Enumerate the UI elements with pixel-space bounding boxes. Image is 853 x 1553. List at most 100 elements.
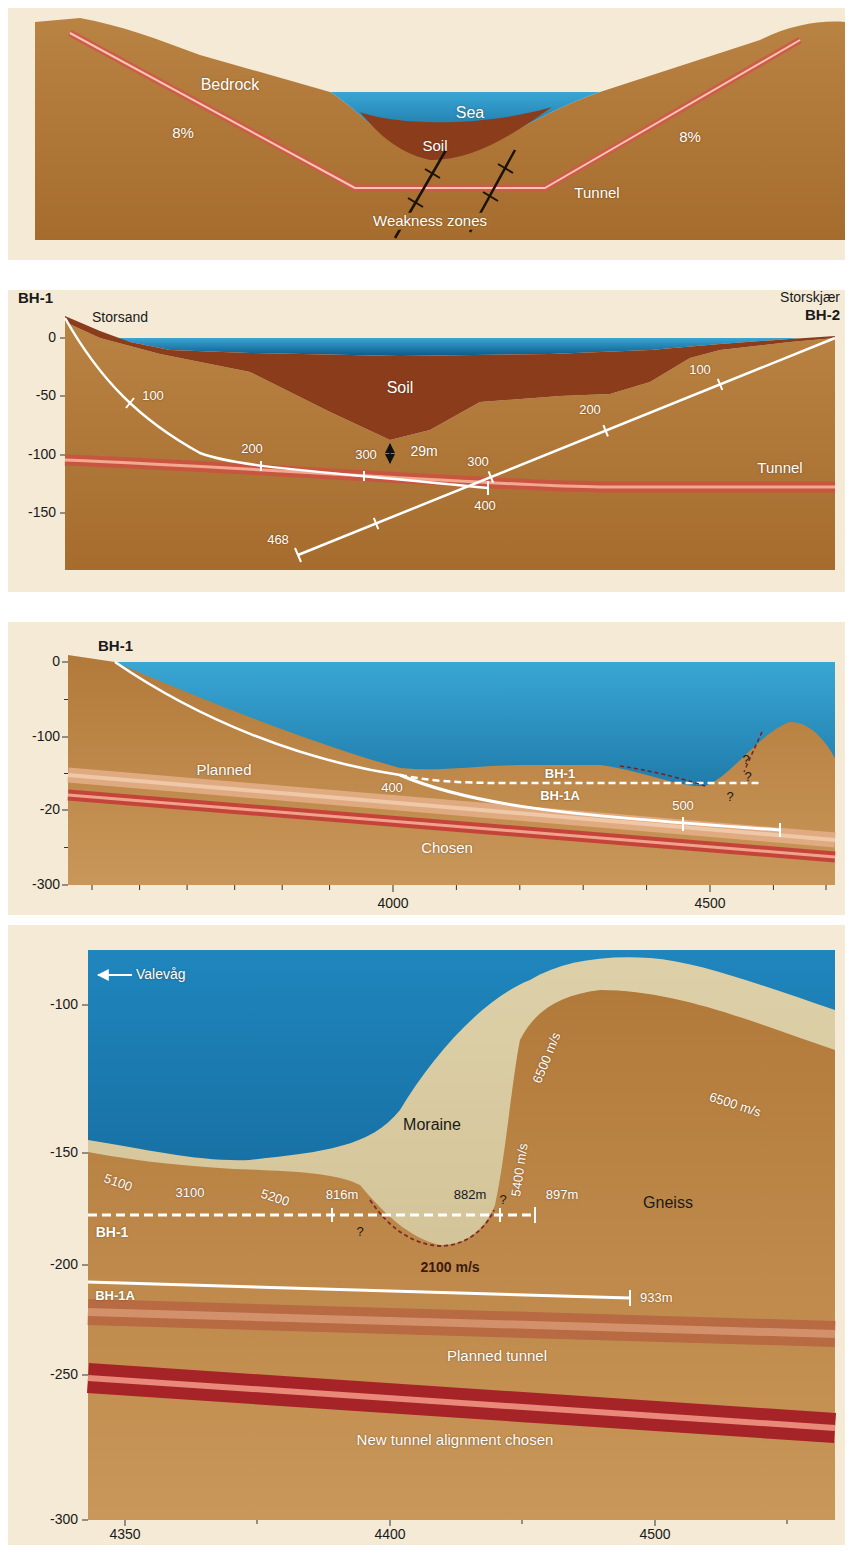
panel-borehole-section — [65, 460, 835, 487]
gradient-label: 8% — [679, 129, 701, 146]
region-label: Moraine — [403, 1116, 461, 1134]
panel-revised-section — [62, 662, 68, 885]
axis-label: -300 — [50, 1512, 78, 1527]
borehole-label: BH-1 — [18, 290, 53, 307]
panel-refraction-section — [82, 1005, 88, 1520]
panel-schematic — [70, 33, 800, 188]
length-marker: 500 — [672, 799, 694, 813]
gradient-label: 8% — [172, 125, 194, 142]
panel-revised-section — [115, 662, 400, 775]
region-label: Sea — [456, 104, 484, 122]
panel-refraction-section — [88, 990, 835, 1520]
axis-label: -150 — [50, 1145, 78, 1160]
velocity-label: 5100 — [102, 1171, 134, 1194]
panel-borehole-section — [8, 290, 845, 592]
panel-schematic — [8, 8, 845, 260]
panel-refraction-section — [370, 1200, 494, 1246]
panel-refraction-section — [98, 974, 132, 976]
panel-borehole-section — [389, 444, 391, 463]
tunnel-label: Chosen — [421, 840, 473, 857]
panel-borehole-section — [65, 460, 835, 487]
panel-borehole-section — [298, 338, 835, 555]
region-label: Soil — [387, 379, 414, 397]
panel-refraction-section — [88, 1312, 835, 1334]
panel-refraction-section — [125, 1520, 787, 1526]
panel-refraction-section — [88, 1378, 835, 1428]
region-label: Bedrock — [201, 76, 260, 94]
length-marker: 468 — [267, 533, 289, 547]
panel-refraction-section — [88, 1282, 630, 1298]
axis-label: -100 — [28, 447, 56, 462]
velocity-label: 6500 m/s — [707, 1090, 762, 1120]
panel-refraction-section — [88, 950, 835, 1520]
length-marker: 882m — [454, 1188, 487, 1202]
panel-revised-section — [68, 655, 835, 885]
panel-revised-section — [400, 775, 780, 830]
length-marker: 816m — [326, 1188, 359, 1202]
panel-borehole-section — [65, 318, 488, 488]
axis-label: 4000 — [377, 896, 408, 911]
axis-label: 4500 — [639, 1527, 670, 1542]
axis-label: -200 — [50, 1257, 78, 1272]
axis-label: -50 — [36, 388, 56, 403]
length-marker: 400 — [381, 781, 403, 795]
place-label: Storskjær — [780, 290, 840, 305]
panel-refraction-section — [88, 1378, 835, 1428]
uncertainty-mark: ? — [356, 1225, 363, 1239]
length-marker: 200 — [579, 403, 601, 417]
panel-revised-section — [620, 732, 762, 786]
velocity-label: 5400 m/s — [509, 1143, 531, 1198]
panel-borehole-section — [8, 290, 845, 592]
panel-borehole-section — [65, 316, 835, 440]
borehole-label: BH-1A — [540, 789, 580, 803]
axis-label: 4500 — [694, 896, 725, 911]
zone-label: Weakness zones — [370, 213, 490, 230]
length-marker: 933m — [640, 1291, 673, 1305]
panel-schematic — [408, 164, 513, 207]
panel-revised-section — [8, 622, 845, 915]
panel-refraction-section — [88, 957, 835, 1520]
axis-label: -300 — [32, 877, 60, 892]
panel-refraction-section — [629, 1290, 631, 1306]
axis-label: -150 — [28, 505, 56, 520]
borehole-label: BH-1A — [95, 1289, 135, 1303]
axis-label: 0 — [48, 330, 56, 345]
region-label: Soil — [422, 138, 447, 155]
velocity-label: 3100 — [176, 1186, 205, 1200]
place-label: Valevåg — [136, 967, 186, 982]
length-marker: 100 — [142, 389, 164, 403]
uncertainty-mark: ? — [499, 1193, 506, 1207]
panel-schematic — [70, 33, 800, 188]
panel-revised-section — [683, 817, 780, 837]
place-label: Storsand — [92, 310, 148, 325]
uncertainty-mark: ? — [744, 770, 751, 784]
borehole-label: BH-1 — [98, 638, 133, 655]
tunnel-label: Planned tunnel — [447, 1348, 547, 1365]
borehole-label: BH-2 — [805, 307, 840, 324]
panel-schematic — [35, 18, 845, 240]
dimension-label: 29m — [410, 444, 437, 459]
tunnel-label: New tunnel alignment chosen — [357, 1432, 554, 1449]
panel-refraction-section — [88, 1214, 535, 1217]
axis-label: -250 — [50, 1367, 78, 1382]
tunnel-label: Tunnel — [757, 460, 802, 477]
length-marker: 400 — [474, 499, 496, 513]
velocity-label: 5200 — [259, 1187, 291, 1210]
axis-label: 4350 — [109, 1527, 140, 1542]
uncertainty-mark: ? — [726, 790, 733, 804]
panel-refraction-section — [8, 925, 845, 1545]
panel-borehole-section — [60, 338, 65, 513]
panel-borehole-section — [295, 379, 722, 562]
panel-schematic — [8, 8, 845, 260]
length-marker: 897m — [546, 1188, 579, 1202]
length-marker: 300 — [467, 455, 489, 469]
axis-label: -100 — [32, 729, 60, 744]
borehole-label: BH-1 — [96, 1225, 129, 1240]
region-label: Gneiss — [643, 1194, 693, 1212]
length-marker: 200 — [241, 442, 263, 456]
panel-schematic — [330, 92, 600, 160]
velocity-label: 6500 m/s — [530, 1031, 563, 1086]
uncertainty-mark: ? — [742, 753, 749, 767]
